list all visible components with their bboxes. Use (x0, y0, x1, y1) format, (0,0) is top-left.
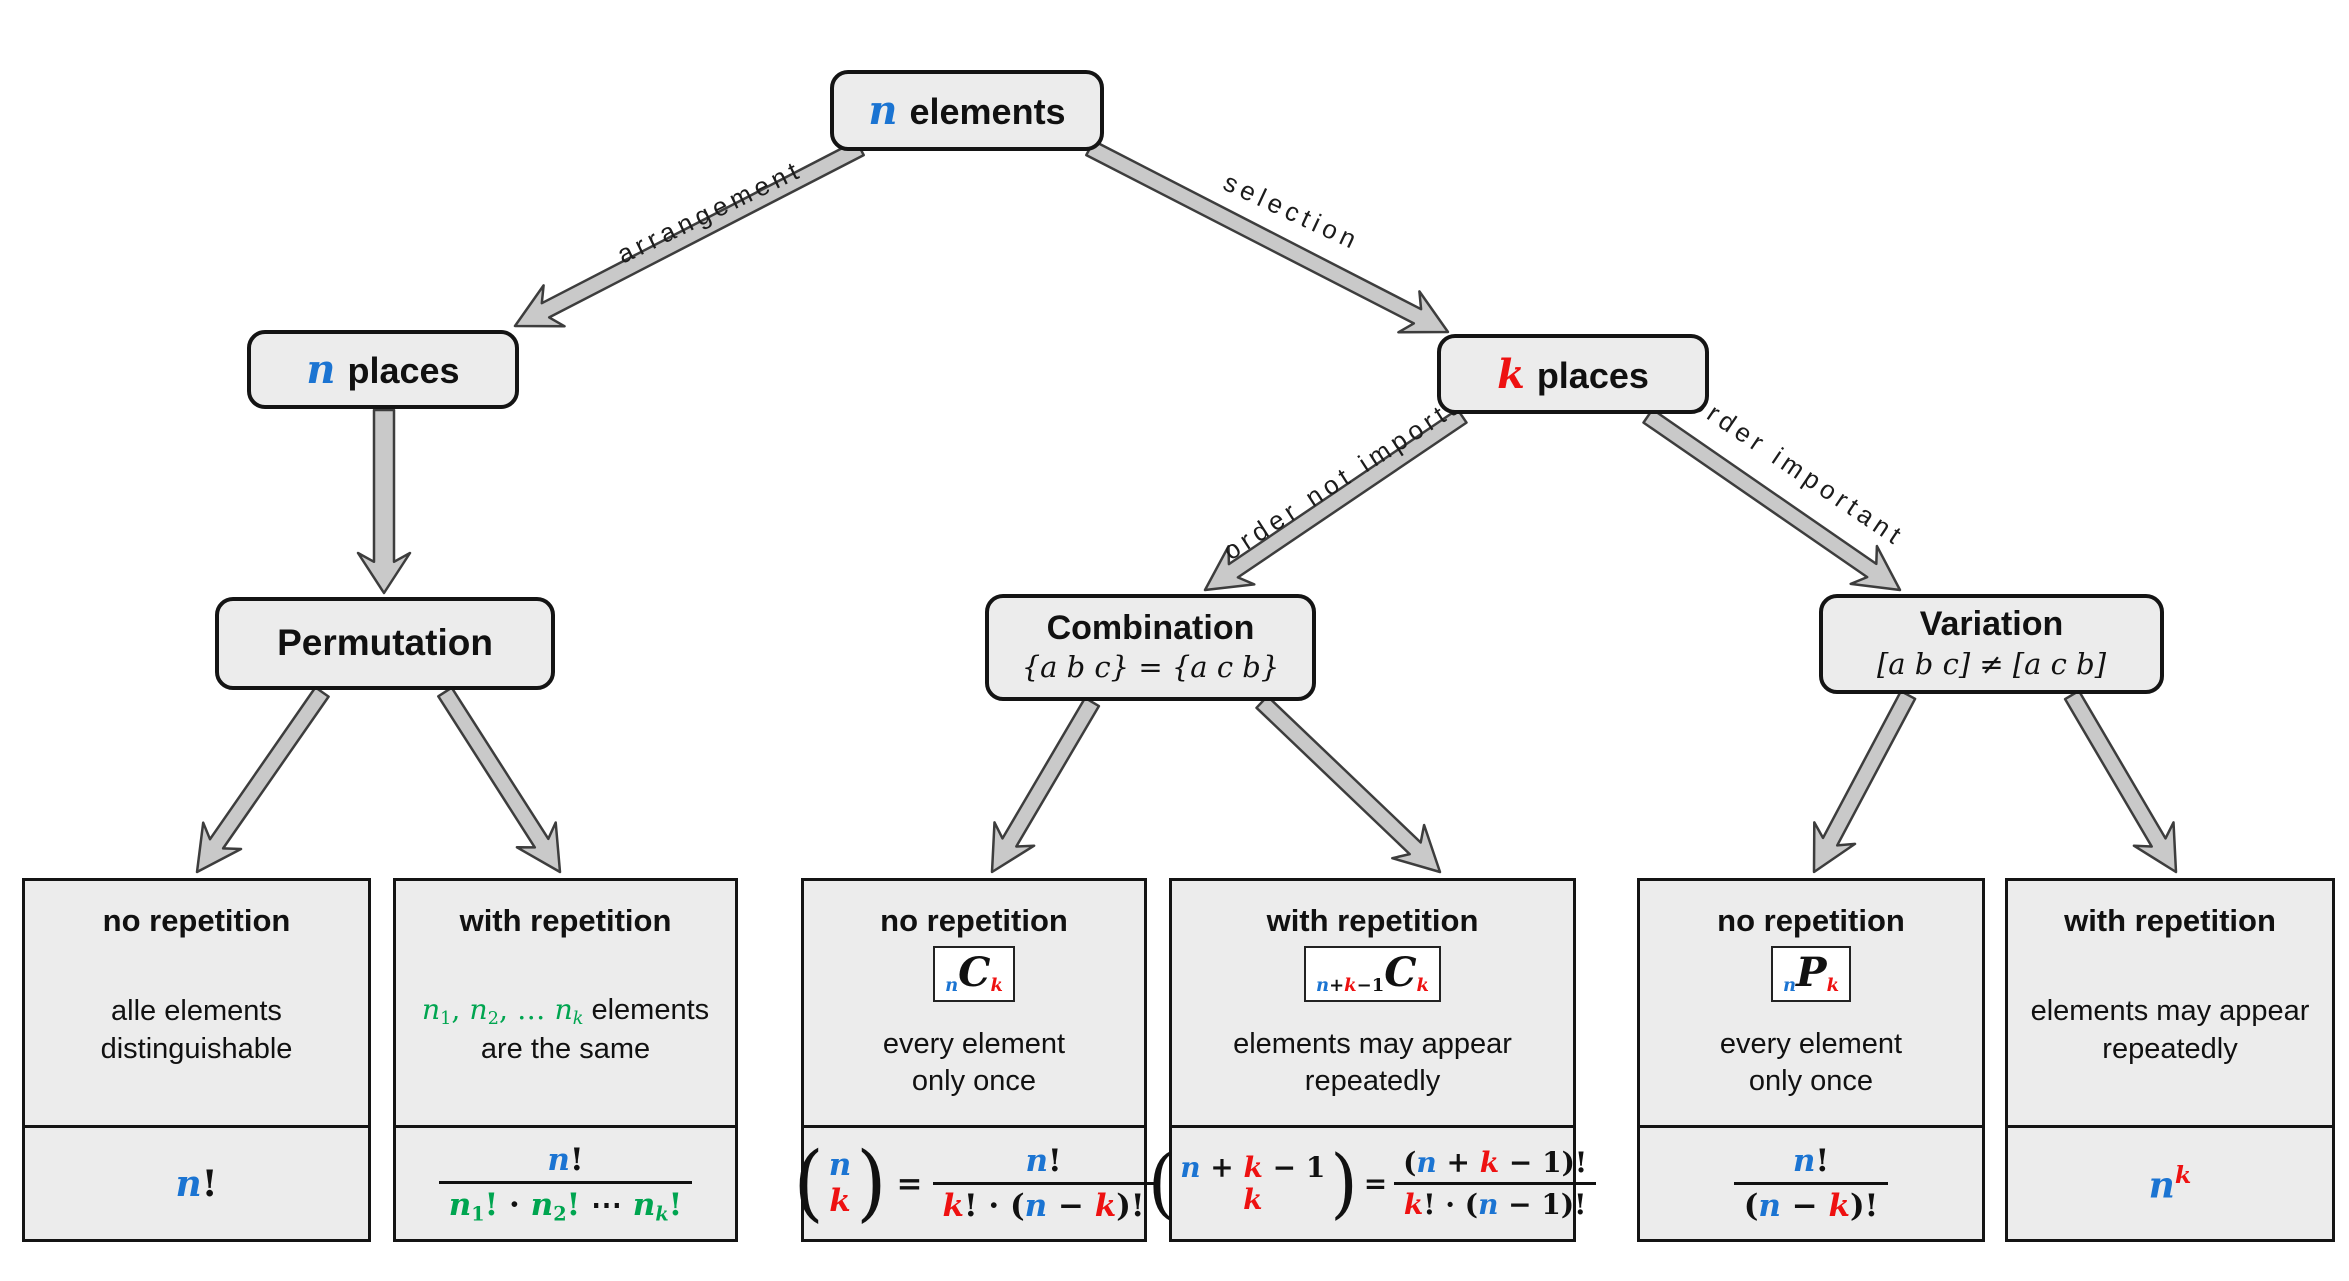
badge-n-plus-k-minus-1-C-k: n+k−1Ck (1304, 946, 1441, 1002)
badge-nPk: nPk (1770, 946, 1852, 1002)
node-k-places-label: places (1536, 354, 1649, 396)
formula-n-factorial: n! (25, 1125, 368, 1239)
leaf-description: every element only once (882, 1027, 1066, 1098)
leaf-title: no repetition (102, 903, 291, 938)
leaf-combination-no-repetition: no repetition nCk every element only onc… (793, 878, 1155, 1242)
leaf-description: every element only once (1719, 1027, 1903, 1098)
formula-n-power-k: nk (2008, 1125, 2332, 1239)
badge-nCk: nCk (933, 946, 1015, 1002)
arrow-n-elements-to-k-places (1085, 139, 1450, 334)
node-variation: Variation [a b c] ≠ [a c b] (1819, 594, 2164, 694)
node-n-places-label: places (347, 350, 460, 391)
node-n-elements: n elements (830, 70, 1104, 151)
arrow-permutation-to-no-repetition (195, 686, 330, 874)
arrow-combination-to-with-repetition (1255, 694, 1442, 874)
formula-multiset-permutation: n! n1! · n2! ⋯ nk! (396, 1125, 735, 1239)
formula-k-permutation: n! (n − k)! (1640, 1125, 1982, 1239)
var-n: n (868, 87, 898, 134)
leaf-combination-with-repetition: with repetition n+k−1Ck elements may app… (1148, 878, 1597, 1242)
formula-binomial-coefficient: ( n k ) = n! k! · (n − k)! (793, 1125, 1155, 1239)
node-variation-title: Variation (1919, 605, 2064, 644)
formula-multiset-combination: ( n + k − 1 k ) = (n + k − 1)! k! · (n −… (1148, 1125, 1597, 1239)
leaf-title: no repetition (880, 903, 1068, 938)
leaf-description: elements may appear repeatedly (2030, 994, 2310, 1065)
arrow-combination-to-no-repetition (990, 696, 1101, 874)
leaf-description: n1, n2, … nk elements are the same (421, 993, 710, 1066)
node-combination-subtitle: {a b c} = {a c b} (1021, 650, 1280, 685)
arrow-permutation-to-with-repetition (437, 686, 562, 874)
leaf-description: alle elements distinguishable (100, 994, 293, 1065)
node-combination-title: Combination (1046, 608, 1255, 647)
arrow-k-places-to-variation (1642, 408, 1902, 592)
arrow-n-elements-to-n-places (513, 139, 865, 328)
var-n: n (306, 346, 336, 393)
node-n-places: n places (247, 330, 519, 409)
node-permutation: Permutation (215, 597, 555, 690)
node-combination: Combination {a b c} = {a c b} (985, 594, 1316, 701)
leaf-permutation-no-repetition: no repetition alle elements distinguisha… (22, 878, 371, 1242)
arrow-variation-to-no-repetition (1812, 689, 1917, 874)
leaf-permutation-with-repetition: with repetition n1, n2, … nk elements ar… (393, 878, 738, 1242)
leaf-title: with repetition (1266, 903, 1479, 938)
arrow-k-places-to-combination (1203, 408, 1468, 592)
leaf-description: elements may appear repeatedly (1233, 1027, 1512, 1098)
node-k-places: k places (1437, 334, 1709, 414)
node-permutation-title: Permutation (277, 622, 493, 664)
leaf-variation-no-repetition: no repetition nPk every element only onc… (1637, 878, 1985, 1242)
node-n-elements-label: elements (909, 91, 1066, 132)
node-variation-subtitle: [a b c] ≠ [a c b] (1876, 646, 2107, 681)
leaf-title: with repetition (459, 903, 672, 938)
arrow-variation-to-with-repetition (2063, 689, 2178, 874)
var-k: k (1497, 350, 1525, 398)
arrow-n-places-to-permutation (356, 408, 412, 595)
leaf-title: with repetition (2064, 903, 2276, 938)
leaf-variation-with-repetition: with repetition elements may appear repe… (2005, 878, 2335, 1242)
leaf-title: no repetition (1717, 903, 1905, 938)
